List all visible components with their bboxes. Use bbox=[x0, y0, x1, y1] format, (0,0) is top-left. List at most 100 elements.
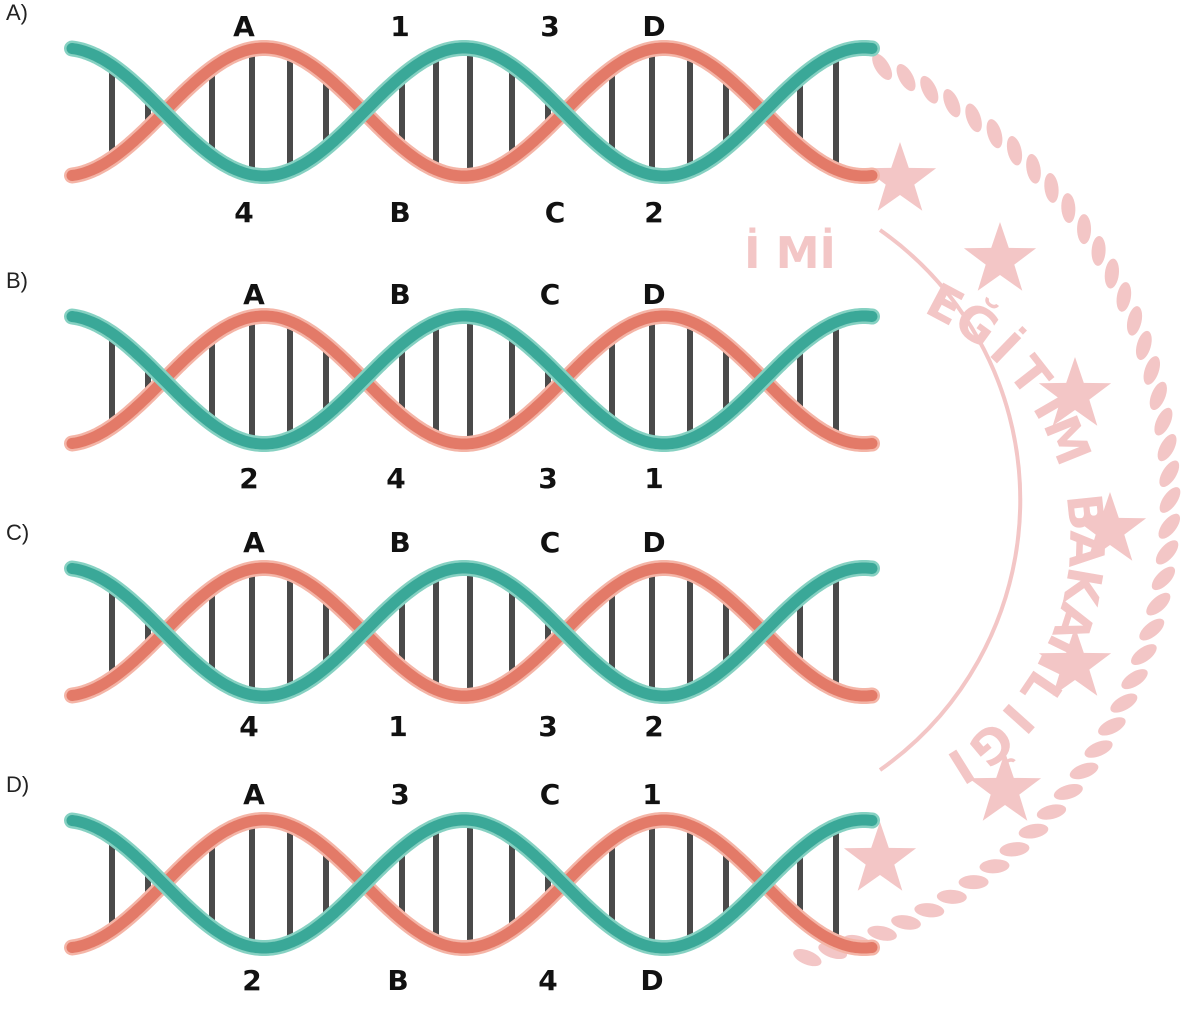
bottom-label-1: 2 bbox=[239, 462, 259, 495]
option-letter: C) bbox=[6, 520, 30, 545]
dna-helix bbox=[64, 560, 880, 704]
seal-bead bbox=[999, 842, 1030, 857]
top-label-4: 1 bbox=[642, 778, 662, 811]
seal-bead bbox=[1077, 214, 1092, 245]
seal-bead bbox=[914, 903, 945, 918]
teal-strand bbox=[66, 814, 878, 954]
bottom-label-4: 2 bbox=[644, 710, 664, 743]
top-label-1: A bbox=[243, 278, 265, 311]
seal-bead bbox=[793, 949, 822, 967]
seal-bead bbox=[896, 64, 916, 92]
seal-star-icon bbox=[1038, 627, 1112, 696]
option-letter: D) bbox=[6, 772, 30, 797]
option-a[interactable]: A) A 1 3 D 4 B C 2 bbox=[0, 0, 1187, 250]
top-label-1: A bbox=[233, 10, 255, 43]
seal-bead bbox=[1044, 173, 1059, 203]
dna-helix bbox=[64, 812, 880, 956]
top-label-2: B bbox=[389, 278, 411, 311]
teal-strand bbox=[66, 310, 878, 450]
top-label-4: D bbox=[642, 278, 666, 311]
seal-star-icon bbox=[843, 822, 917, 891]
seal-bead bbox=[1091, 235, 1106, 266]
bottom-label-2: 1 bbox=[388, 710, 408, 743]
seal-bead bbox=[1006, 136, 1023, 166]
dna-helix bbox=[64, 40, 880, 184]
top-label-2: B bbox=[389, 526, 411, 559]
seal-bead bbox=[1131, 644, 1157, 666]
seal-bead bbox=[1061, 193, 1076, 224]
bottom-label-2: 4 bbox=[386, 462, 406, 495]
seal-bead bbox=[1053, 783, 1083, 800]
seal-bead bbox=[1159, 487, 1181, 513]
seal-bead bbox=[920, 75, 939, 104]
seal-inner-ring bbox=[878, 228, 1023, 772]
option-b[interactable]: B) A B C D 2 4 3 1 bbox=[0, 268, 1187, 518]
seal-bead bbox=[958, 875, 989, 890]
bottom-label-4: D bbox=[640, 964, 664, 997]
seal-bead bbox=[872, 53, 893, 80]
bottom-label-1: 4 bbox=[239, 710, 259, 743]
top-label-2: 3 bbox=[390, 778, 410, 811]
seal-ring-letter: B bbox=[1055, 491, 1115, 533]
dna-helix bbox=[64, 308, 880, 452]
seal-bead bbox=[1158, 513, 1181, 539]
seal-bead bbox=[1155, 540, 1179, 565]
teal-strand bbox=[66, 562, 878, 702]
bottom-label-2: B bbox=[387, 964, 409, 997]
seal-bead bbox=[1026, 153, 1041, 184]
top-label-3: C bbox=[539, 278, 561, 311]
seal-bead bbox=[986, 119, 1003, 149]
seal-bead bbox=[1098, 717, 1126, 736]
seal-bead bbox=[1116, 282, 1132, 312]
seal-bead bbox=[1149, 381, 1167, 411]
top-label-1: A bbox=[243, 526, 265, 559]
top-label-4: D bbox=[642, 10, 666, 43]
seal-bead bbox=[1157, 434, 1177, 462]
option-d[interactable]: D) A 3 C 1 2 B 4 D bbox=[0, 772, 1187, 1022]
seal-bead bbox=[1146, 592, 1171, 616]
bottom-label-3: 3 bbox=[538, 710, 558, 743]
bottom-label-4: 1 bbox=[644, 462, 664, 495]
red-strand bbox=[66, 310, 878, 450]
bottom-label-3: C bbox=[544, 196, 566, 229]
seal-star-icon bbox=[1073, 492, 1147, 561]
seal-star-icon bbox=[1038, 357, 1112, 426]
seal-star-icon bbox=[963, 222, 1037, 291]
option-letter: B) bbox=[6, 268, 28, 293]
bottom-label-2: B bbox=[389, 196, 411, 229]
seal-bead bbox=[1154, 407, 1173, 436]
seal-bead bbox=[1069, 762, 1099, 780]
seal-bead bbox=[1104, 258, 1120, 289]
seal-bead bbox=[891, 915, 921, 930]
top-label-2: 1 bbox=[390, 10, 410, 43]
teal-strand bbox=[66, 42, 878, 182]
seal-bead bbox=[1151, 566, 1176, 591]
seal-bead bbox=[1159, 460, 1180, 488]
bottom-label-4: 2 bbox=[644, 196, 664, 229]
seal-star-icon bbox=[968, 752, 1042, 821]
seal-bead bbox=[965, 103, 982, 133]
top-label-3: C bbox=[539, 778, 561, 811]
seal-bead bbox=[867, 925, 897, 941]
top-label-3: C bbox=[539, 526, 561, 559]
bottom-label-1: 2 bbox=[242, 964, 262, 997]
bottom-label-3: 3 bbox=[538, 462, 558, 495]
seal-bead bbox=[1036, 804, 1067, 820]
bottom-label-1: 4 bbox=[234, 196, 254, 229]
seal-bead bbox=[979, 859, 1010, 874]
seal-top-text: İ Mİ bbox=[744, 226, 836, 279]
seal-bead bbox=[1139, 618, 1165, 641]
bottom-label-3: 4 bbox=[538, 964, 558, 997]
seal-bead bbox=[1121, 669, 1148, 690]
seal-bead bbox=[1135, 330, 1152, 360]
red-strand bbox=[66, 814, 878, 954]
seal-bead bbox=[1018, 823, 1049, 839]
seal-star-icon bbox=[863, 142, 937, 211]
seal-bead bbox=[1110, 693, 1138, 713]
seal-bead bbox=[936, 889, 967, 904]
seal-ring-letter: A bbox=[1057, 530, 1114, 569]
top-label-4: D bbox=[642, 526, 666, 559]
top-label-3: 3 bbox=[540, 10, 560, 43]
option-c[interactable]: C) A B C D 4 1 3 2 bbox=[0, 520, 1187, 770]
